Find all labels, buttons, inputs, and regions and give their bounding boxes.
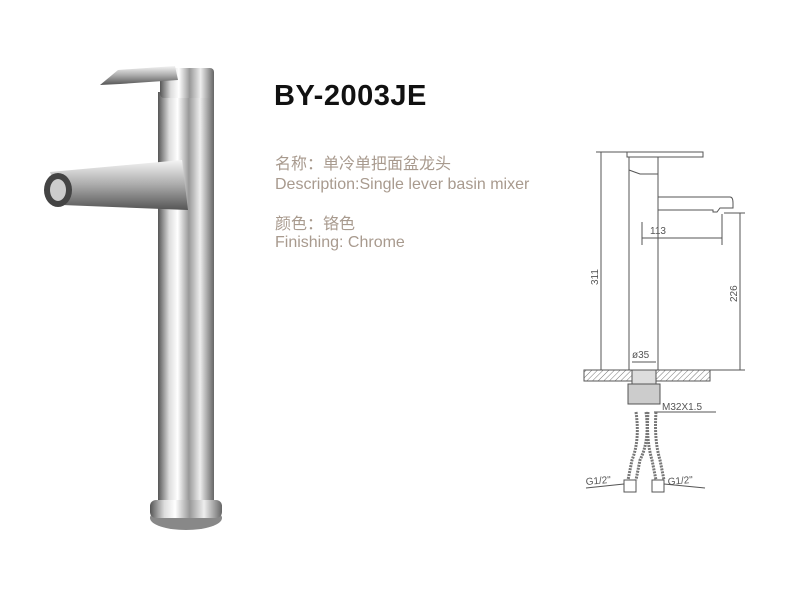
- dim-height: 311: [590, 269, 601, 285]
- faucet-photo: [44, 66, 222, 530]
- dim-hose-right: G1/2": [667, 475, 694, 488]
- dim-spout-height: 226: [729, 285, 740, 302]
- dim-thread: M32X1.5: [662, 402, 702, 413]
- dim-reach: 113: [650, 226, 666, 237]
- finishing: Finishing: Chrome: [275, 234, 405, 251]
- model-number: BY-2003JE: [274, 80, 427, 112]
- product-name-cn: 名称：单冷单把面盆龙头: [275, 154, 452, 173]
- color-cn: 颜色：铬色: [275, 214, 356, 233]
- dim-hose-left: G1/2": [585, 475, 612, 488]
- description: Description:Single lever basin mixer: [275, 176, 530, 193]
- dim-diameter: ø35: [632, 350, 650, 361]
